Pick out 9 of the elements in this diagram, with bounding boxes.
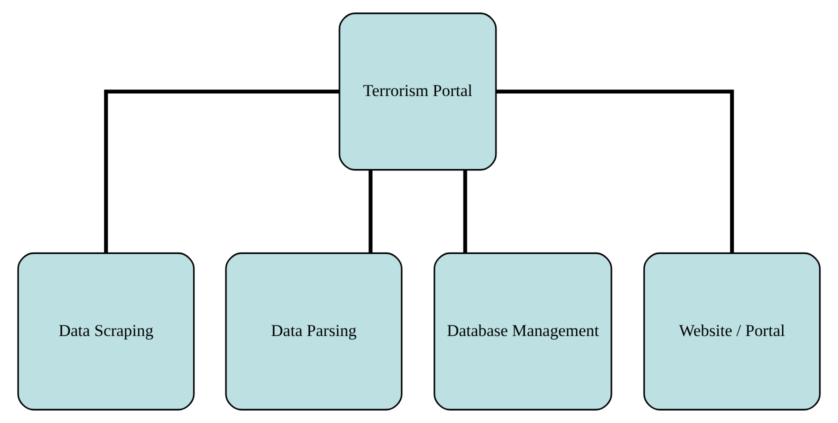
node-box: Terrorism Portal	[338, 12, 497, 171]
node-box: Website / Portal	[643, 252, 821, 410]
connector	[104, 90, 340, 253]
node-box: Data Parsing	[225, 252, 402, 410]
connector	[368, 170, 372, 254]
node-box: Data Scraping	[17, 252, 195, 410]
connector	[496, 90, 734, 253]
connector	[463, 170, 468, 254]
node-box: Database Management	[434, 252, 612, 410]
